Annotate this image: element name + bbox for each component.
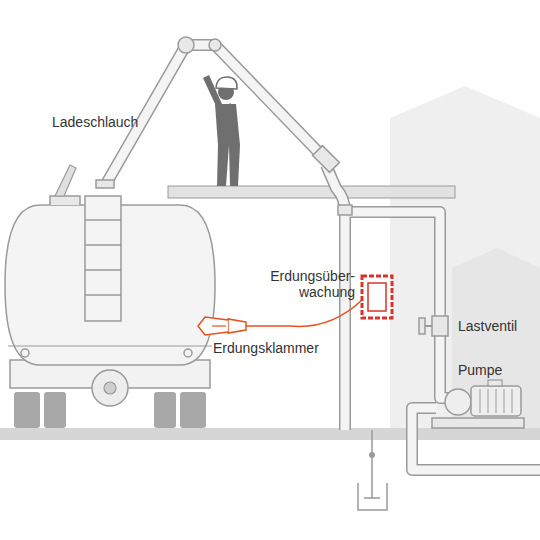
platform [168, 186, 455, 198]
part-label: Erdungsüber- wachung [270, 268, 355, 300]
part-label: Pumpe [458, 362, 502, 378]
part-label: Erdungsklammer [213, 340, 319, 356]
part-label: Ladeschlauch [52, 114, 138, 130]
earth-electrode [358, 430, 387, 510]
earthing-clamp [198, 317, 246, 335]
worker [203, 75, 240, 186]
earthing-monitor [362, 276, 392, 318]
piping [106, 45, 540, 470]
building [390, 86, 540, 430]
pump [432, 380, 524, 428]
earthing-cable [246, 300, 362, 326]
load-valve [419, 316, 448, 336]
part-label: Lastventil [458, 318, 517, 334]
ground [0, 428, 540, 440]
tanker [5, 165, 215, 428]
